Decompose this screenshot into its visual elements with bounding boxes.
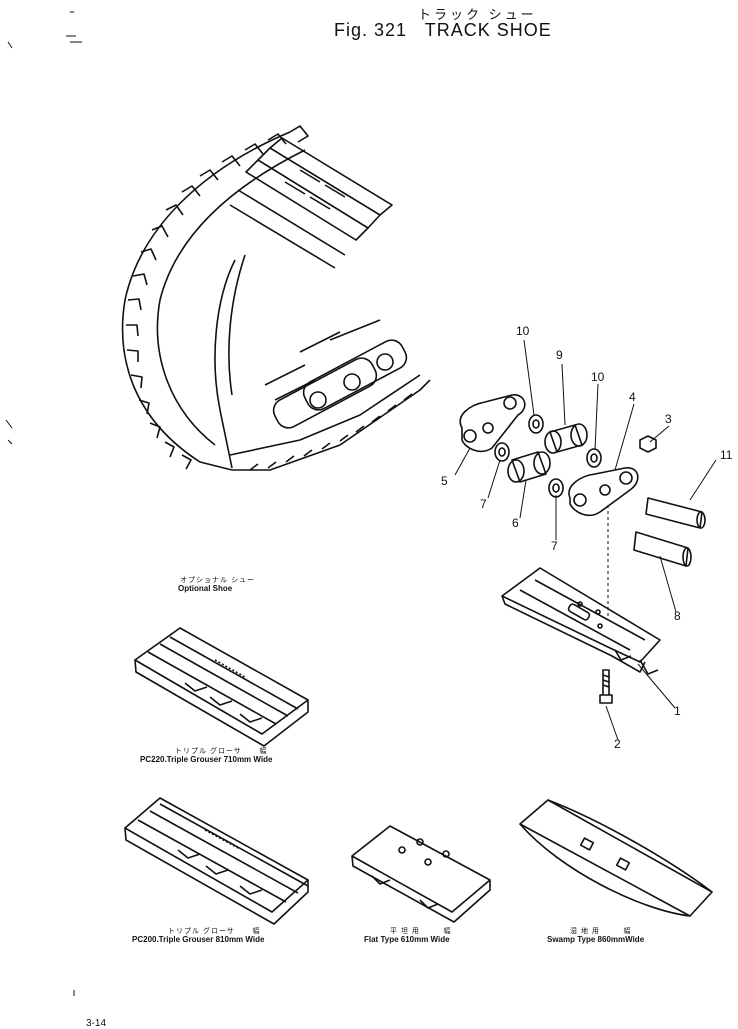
pc220-triple-grouser-shoe-drawing bbox=[134, 627, 309, 747]
callout-6: 6 bbox=[512, 516, 519, 530]
optional-shoe-label-japanese: オプショナル シュー bbox=[180, 577, 255, 584]
pc200-caption: PC200.Triple Grouser 810mm Wide bbox=[132, 935, 265, 944]
callout-9: 9 bbox=[556, 348, 563, 362]
callout-4: 4 bbox=[629, 390, 636, 404]
pc200-caption-japanese: トリプル グローサ 幅 bbox=[168, 928, 261, 935]
swamp-type-caption-japanese: 湿 地 用 幅 bbox=[570, 928, 632, 935]
flat-type-shoe-drawing bbox=[351, 825, 491, 923]
callout-10-upper: 10 bbox=[516, 324, 530, 338]
figure-title: Fig. 321 TRACK SHOE bbox=[334, 20, 552, 40]
pc220-caption-japanese: トリプル グローサ 幅 bbox=[175, 748, 268, 755]
callout-7-left: 7 bbox=[480, 497, 487, 511]
callout-10-right: 10 bbox=[591, 370, 605, 384]
callout-8: 8 bbox=[674, 609, 681, 623]
callout-11: 11 bbox=[720, 448, 733, 462]
figure-title-japanese: トラック シュー bbox=[418, 7, 537, 22]
callout-5: 5 bbox=[441, 474, 448, 488]
scan-marks bbox=[5, 11, 82, 996]
callout-3: 3 bbox=[665, 412, 672, 426]
optional-shoe-label: Optional Shoe bbox=[178, 584, 233, 593]
exploded-link-parts bbox=[459, 394, 706, 704]
swamp-type-shoe-drawing bbox=[519, 799, 713, 917]
pc220-caption: PC220.Triple Grouser 710mm Wide bbox=[140, 755, 273, 764]
callout-2: 2 bbox=[614, 737, 621, 751]
flat-type-caption-japanese: 平 坦 用 幅 bbox=[390, 928, 452, 935]
pc200-triple-grouser-shoe-drawing bbox=[124, 797, 309, 925]
callout-1: 1 bbox=[674, 704, 681, 718]
flat-type-caption: Flat Type 610mm Wide bbox=[364, 935, 450, 944]
swamp-type-caption: Swamp Type 860mmWide bbox=[547, 935, 645, 944]
callout-leaders bbox=[454, 339, 717, 741]
page-number: 3-14 bbox=[86, 1018, 107, 1029]
track-assembly-drawing bbox=[121, 125, 431, 471]
callout-7-right: 7 bbox=[551, 539, 558, 553]
